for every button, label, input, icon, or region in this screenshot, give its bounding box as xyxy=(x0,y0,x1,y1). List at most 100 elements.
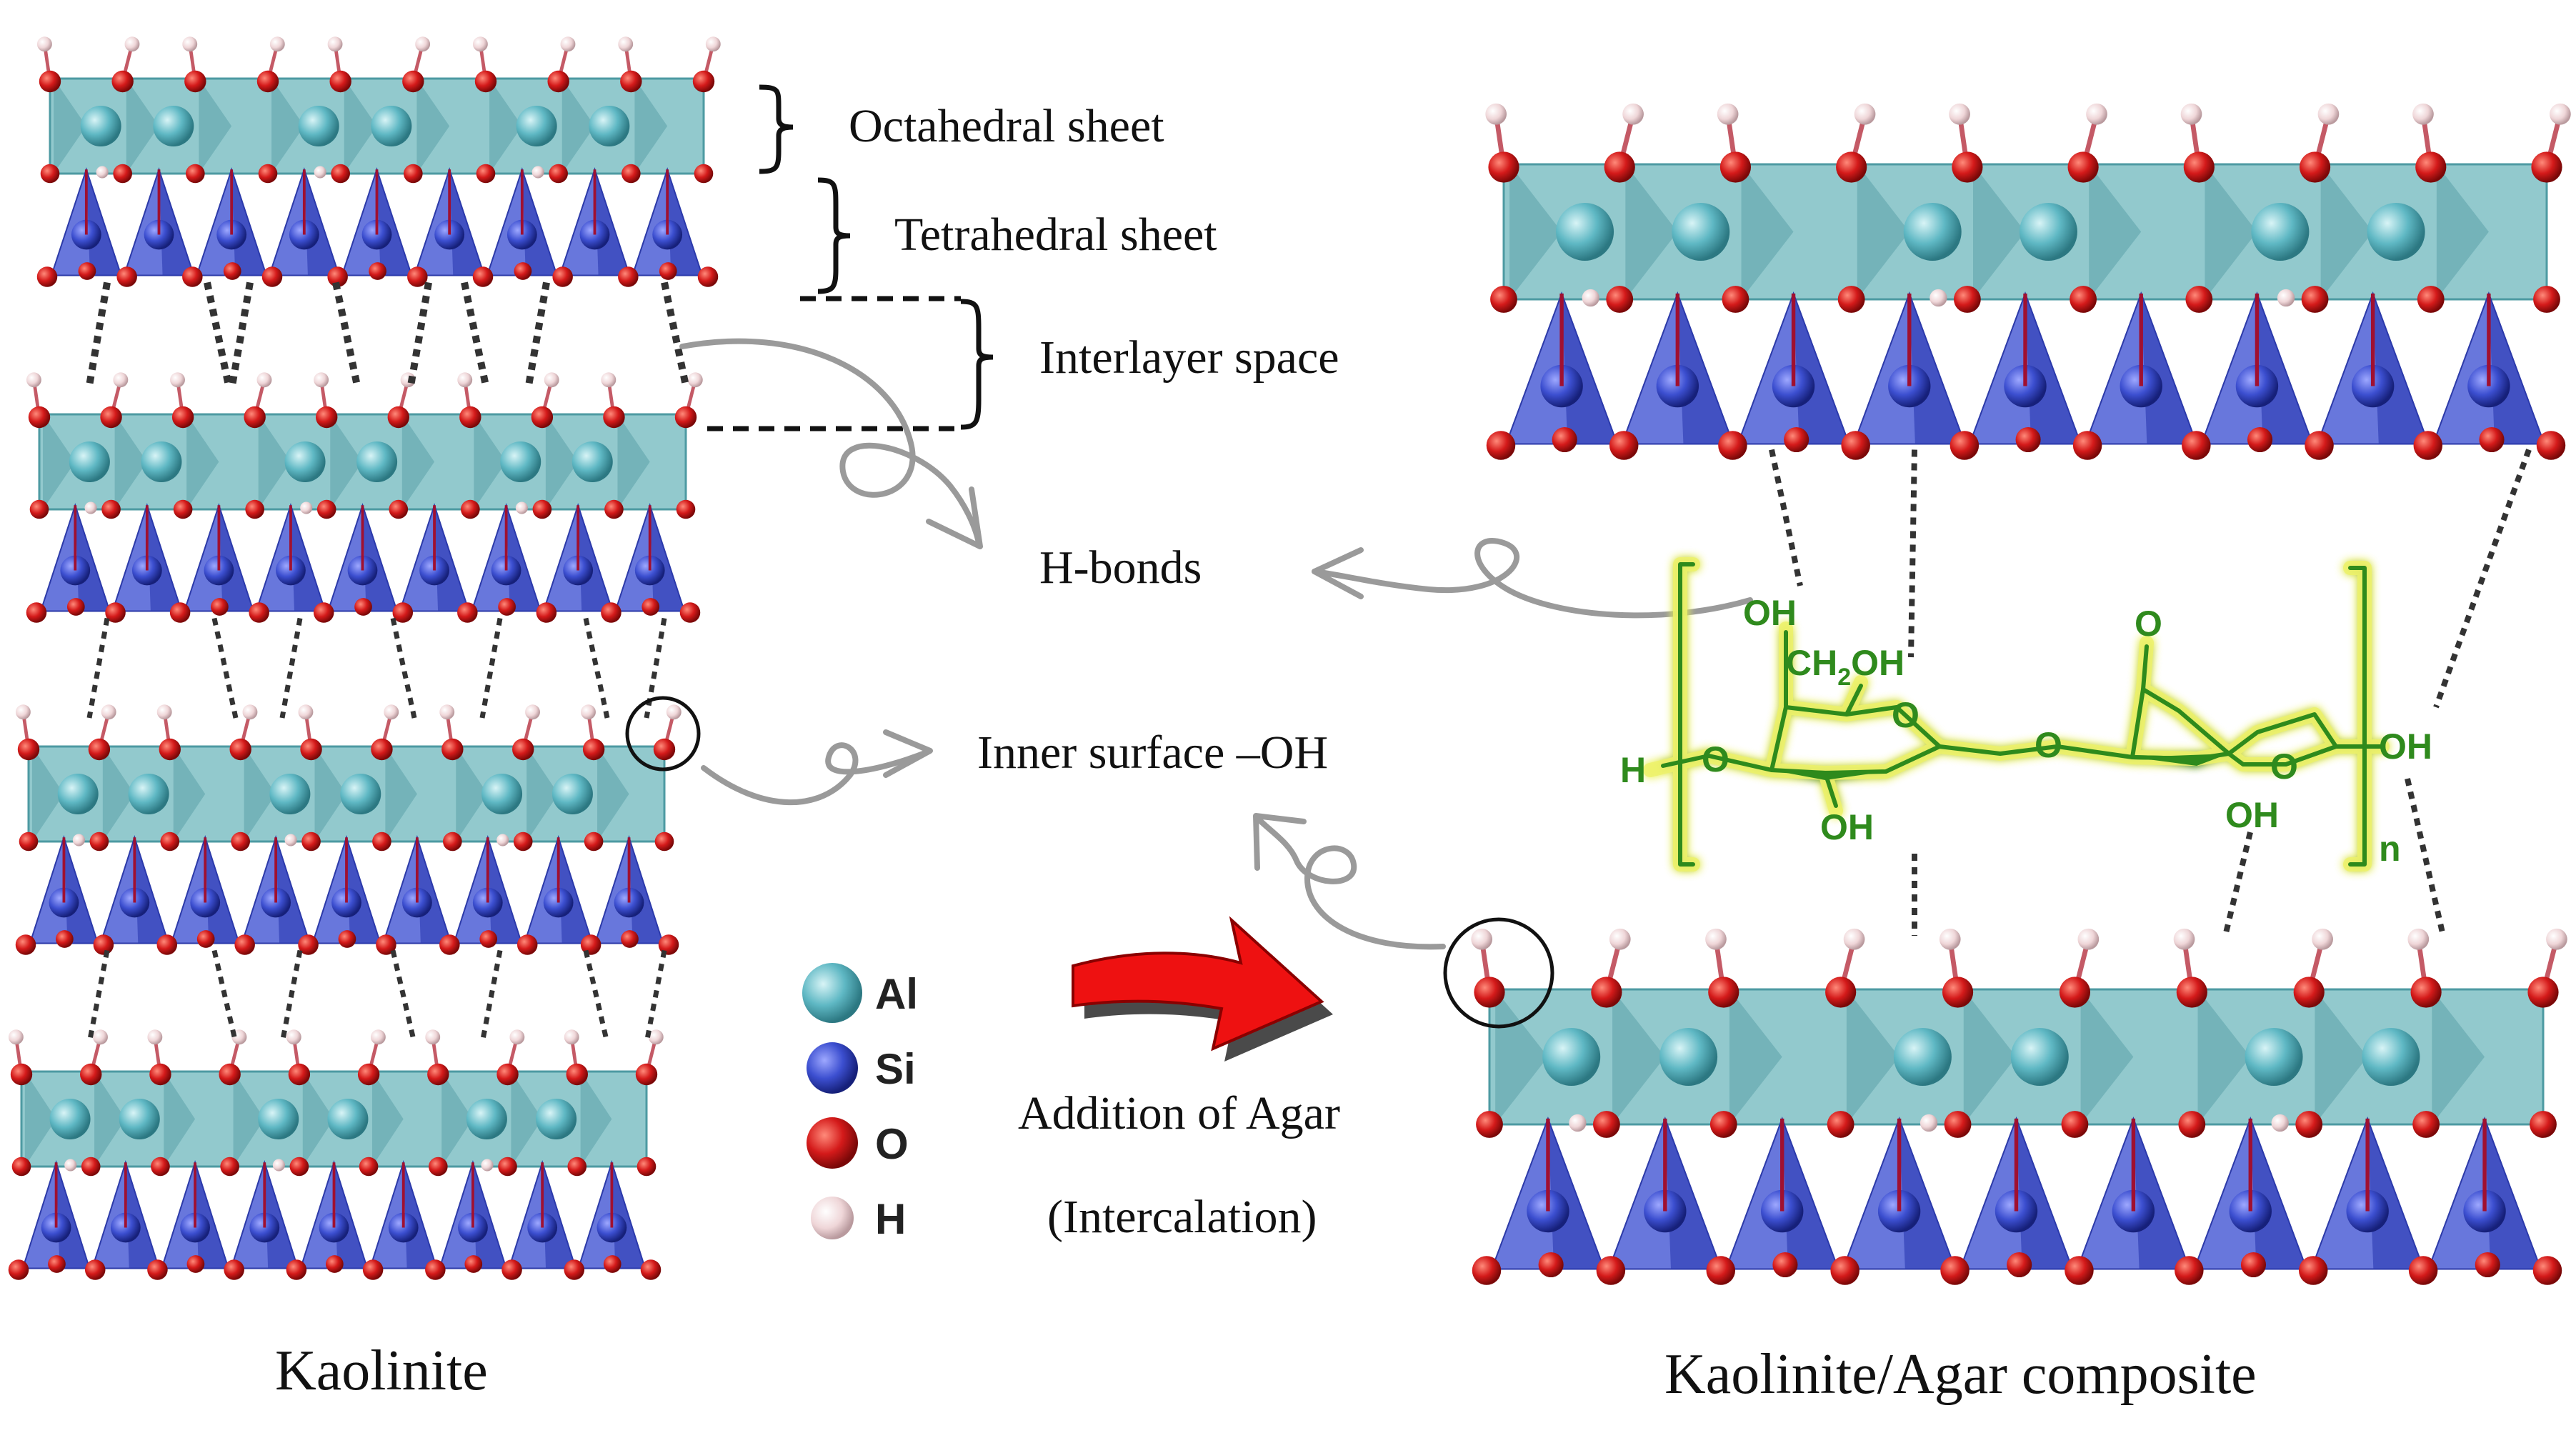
apical-o-atom xyxy=(40,164,60,184)
apical-o-atom xyxy=(151,1157,170,1177)
h-atom xyxy=(2407,928,2430,950)
h-atom xyxy=(2173,928,2195,950)
surface-o-atom xyxy=(1952,151,1983,183)
composite-caption: Kaolinite/Agar composite xyxy=(1664,1343,2257,1406)
basal-o-atom xyxy=(186,1255,205,1273)
tetrahedron-shade xyxy=(2025,293,2081,444)
h-atom xyxy=(2550,103,2571,125)
h-atom xyxy=(256,372,272,388)
basal-o-atom xyxy=(36,266,58,287)
tetrahedron-shade xyxy=(2367,1118,2424,1269)
h-atom xyxy=(156,704,172,720)
octahedral-facet xyxy=(597,747,629,842)
octahedral-facet xyxy=(186,414,219,509)
h-bond-line xyxy=(2405,778,2446,937)
apical-o-atom xyxy=(173,499,193,519)
surface-o-atom xyxy=(28,406,51,429)
agar-oh-bottom-left: OH xyxy=(1820,807,1874,847)
octahedral-facet xyxy=(330,414,363,509)
h-bond-line xyxy=(390,617,417,719)
al-atom xyxy=(141,441,182,482)
h-bond-line xyxy=(229,281,254,386)
h-atom xyxy=(560,36,576,52)
apical-o-atom xyxy=(1476,1111,1503,1138)
agar-n: n xyxy=(2379,829,2401,869)
inner-h-atom xyxy=(64,1159,77,1172)
basal-o-atom xyxy=(169,602,191,623)
intercalation-label: (Intercalation) xyxy=(1047,1191,1317,1243)
octahedral-facet xyxy=(489,79,522,174)
basal-o-atom xyxy=(498,598,516,616)
intercalation-arrow xyxy=(1072,916,1333,1062)
h-atom xyxy=(1609,928,1631,950)
apical-o-atom xyxy=(461,499,480,519)
h-atom xyxy=(269,36,285,52)
apical-o-atom xyxy=(1722,286,1749,313)
tetrahedron-shade xyxy=(1677,293,1734,444)
octahedral-facet xyxy=(2432,989,2485,1124)
octahedral-facet xyxy=(474,414,506,509)
h-atom xyxy=(2180,103,2202,125)
apical-o-atom xyxy=(2070,286,2097,313)
al-atom xyxy=(1903,203,1962,261)
pointer-arrows xyxy=(679,338,1753,950)
surface-o-atom xyxy=(547,70,569,93)
al-atom xyxy=(298,106,339,146)
surface-o-atom xyxy=(171,406,194,429)
basal-o-atom xyxy=(1596,1256,1626,1285)
h-atom xyxy=(1717,103,1739,125)
surface-o-atom xyxy=(474,70,497,93)
basal-o-atom xyxy=(327,266,348,287)
octahedral-facet xyxy=(617,414,650,509)
inner-oh-marker-right xyxy=(1443,917,1554,1029)
h-atom xyxy=(384,704,399,720)
inner-h-atom xyxy=(84,501,97,514)
octahedral-facet xyxy=(1741,164,1794,299)
apical-o-atom xyxy=(584,832,604,852)
surface-o-atom xyxy=(10,1063,33,1086)
apical-o-atom xyxy=(2301,286,2329,313)
basal-o-atom xyxy=(439,934,460,955)
tetrahedron-shade xyxy=(219,505,254,611)
h-atom xyxy=(666,704,682,720)
h-bond-line xyxy=(461,281,489,387)
basal-o-atom xyxy=(354,598,372,616)
tetrahedron-shade xyxy=(667,169,702,276)
h-atom xyxy=(370,1029,386,1045)
tetrahedron-shade xyxy=(2133,1118,2190,1269)
surface-o-atom xyxy=(692,70,715,93)
agar-ch2oh: CH2OH xyxy=(1786,643,1904,691)
kaolinite-layer xyxy=(1485,103,2571,460)
h-atom xyxy=(242,704,258,720)
apical-o-atom xyxy=(636,1157,657,1177)
basal-o-atom xyxy=(2479,426,2505,453)
hbond-pointer-right-head xyxy=(1312,547,1364,599)
octahedral-facet xyxy=(634,79,668,174)
octahedral-facet xyxy=(271,79,304,174)
h-bond-line xyxy=(2222,832,2253,937)
basal-o-atom xyxy=(26,602,47,623)
apical-o-atom xyxy=(498,1157,517,1177)
surface-o-atom xyxy=(229,738,251,761)
apical-o-atom xyxy=(2061,1111,2089,1138)
basal-o-atom xyxy=(601,602,621,623)
inner-h-atom xyxy=(284,834,297,847)
surface-o-atom xyxy=(288,1063,311,1086)
h-bond-line xyxy=(644,949,667,1044)
tetrahedron-shade xyxy=(195,1162,229,1269)
legend-o-icon xyxy=(807,1117,858,1169)
surface-o-atom xyxy=(512,738,534,761)
basal-o-atom xyxy=(1609,431,1639,460)
surface-o-atom xyxy=(531,406,554,429)
agar-oh-right: OH xyxy=(2379,727,2432,767)
tetrahedron-shade xyxy=(594,169,630,276)
octahedral-facet xyxy=(54,79,86,174)
octahedral-facet xyxy=(1846,989,1899,1124)
octahedral-facet xyxy=(580,1072,612,1167)
h-bond-line xyxy=(479,617,503,719)
inner-h-atom xyxy=(1569,1114,1587,1132)
h-bond-line xyxy=(583,949,610,1044)
basal-o-atom xyxy=(1772,1252,1798,1278)
h-bond-line xyxy=(332,281,361,387)
hydrogen-bond-lines xyxy=(86,281,2532,1044)
